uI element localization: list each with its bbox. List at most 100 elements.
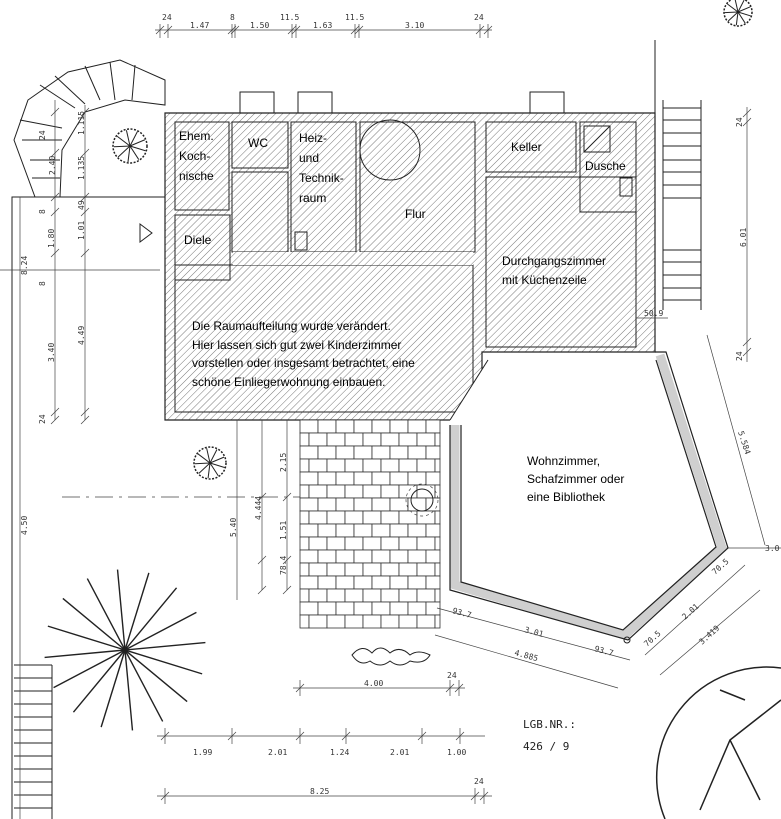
stove-icon bbox=[294, 231, 308, 251]
tree-branch bbox=[724, 11, 739, 14]
paving-stone bbox=[425, 471, 441, 486]
paving-stone bbox=[362, 588, 382, 603]
paving-stone bbox=[416, 536, 436, 551]
paving-stone bbox=[317, 471, 337, 486]
tree-crown-partial bbox=[655, 666, 781, 819]
paving-stone bbox=[299, 523, 319, 538]
paving-stone bbox=[416, 432, 436, 447]
paving-stone bbox=[371, 601, 391, 616]
paving-stone bbox=[299, 497, 319, 512]
tree-branch bbox=[72, 649, 126, 713]
paving-stone bbox=[380, 562, 400, 577]
paving-stone bbox=[407, 549, 427, 564]
paving-stone bbox=[317, 445, 337, 460]
tree-branch bbox=[699, 689, 781, 811]
dim-tick bbox=[80, 407, 90, 417]
dim-text: 3.01 bbox=[523, 625, 544, 639]
paving-stone bbox=[335, 523, 355, 538]
dim-text: 1.47 bbox=[190, 21, 209, 30]
paving-stone bbox=[362, 432, 382, 447]
dim-text: 2.01 bbox=[268, 748, 287, 757]
dim-tick bbox=[257, 555, 267, 565]
paving-stone bbox=[344, 484, 364, 499]
tree-branch bbox=[207, 462, 211, 479]
paving-stone bbox=[416, 614, 436, 629]
tree-branch bbox=[209, 462, 219, 477]
paving-stone bbox=[398, 562, 418, 577]
windows bbox=[239, 91, 565, 114]
paving-stone bbox=[308, 588, 328, 603]
paving-stone bbox=[317, 575, 337, 590]
dim-tick bbox=[257, 585, 267, 595]
paving-stone bbox=[353, 497, 373, 512]
dim-text: 8.24 bbox=[20, 256, 29, 275]
tree-branch bbox=[100, 649, 126, 728]
sink bbox=[619, 177, 633, 197]
tree-branch bbox=[47, 625, 126, 651]
dim-text: 1.99 bbox=[193, 748, 212, 757]
main-building bbox=[139, 112, 656, 421]
tree-branch bbox=[129, 145, 146, 152]
paving-stone bbox=[299, 484, 310, 499]
paving-stone bbox=[389, 601, 409, 616]
paving-stone bbox=[407, 601, 427, 616]
dim-text: 93.7 bbox=[593, 644, 614, 658]
tree-branch bbox=[198, 462, 211, 474]
paving-stone bbox=[425, 523, 441, 538]
paving-stone bbox=[335, 575, 355, 590]
dim-text: 50.9 bbox=[644, 309, 663, 318]
paving-stone bbox=[389, 497, 409, 512]
label-wc: WC bbox=[248, 136, 268, 150]
dim-text: 6.01 bbox=[739, 228, 748, 247]
paving-stone bbox=[326, 432, 346, 447]
tree-branch bbox=[127, 145, 131, 163]
paving-stone bbox=[362, 614, 382, 629]
paving-stone bbox=[398, 432, 418, 447]
tree-branch bbox=[737, 11, 751, 17]
dim-text: 1.63 bbox=[313, 21, 332, 30]
tree-branch bbox=[86, 578, 126, 651]
tree-branch bbox=[124, 649, 188, 703]
dim-text: 78.4 bbox=[279, 556, 288, 575]
dim-text: 3.0 bbox=[765, 544, 780, 553]
spiral-stair bbox=[359, 119, 421, 181]
room-dusche bbox=[579, 121, 637, 213]
paving-stone bbox=[425, 419, 441, 434]
dim-text: 8 bbox=[38, 209, 47, 214]
dimension-lines bbox=[19, 24, 766, 819]
tree-branch bbox=[62, 597, 126, 651]
dim-tick bbox=[282, 492, 292, 502]
paving-stone bbox=[308, 484, 328, 499]
tree-icons bbox=[44, 0, 781, 819]
tree-branch bbox=[44, 649, 126, 659]
label-dusche: Dusche bbox=[585, 159, 626, 173]
tree-branch bbox=[737, 11, 746, 24]
dim-text: 1.115 bbox=[77, 111, 86, 135]
tree-branch bbox=[727, 11, 739, 22]
paving-stone bbox=[362, 562, 382, 577]
tree-branch bbox=[194, 462, 211, 465]
tree-branch bbox=[735, 11, 739, 26]
paving-stone bbox=[299, 458, 310, 473]
paving-stone bbox=[371, 575, 391, 590]
tree-branch bbox=[117, 145, 131, 158]
paving-stone bbox=[434, 614, 441, 629]
paving-stone bbox=[389, 523, 409, 538]
tree-branch bbox=[116, 569, 126, 651]
paving-stone bbox=[344, 510, 364, 525]
tree-branch bbox=[737, 6, 751, 13]
dim-tick bbox=[50, 415, 60, 425]
paving-stone bbox=[407, 419, 427, 434]
paving-stone bbox=[371, 419, 391, 434]
dim-text: 3.10 bbox=[405, 21, 424, 30]
paving-stone bbox=[308, 614, 328, 629]
paving-stone bbox=[371, 523, 391, 538]
dim-tick bbox=[50, 248, 60, 258]
stairs-top-left bbox=[13, 59, 166, 198]
paving-stone bbox=[380, 536, 400, 551]
dim-text: 1.80 bbox=[47, 229, 56, 248]
paving-stone bbox=[299, 549, 319, 564]
dim-tick bbox=[742, 347, 752, 357]
